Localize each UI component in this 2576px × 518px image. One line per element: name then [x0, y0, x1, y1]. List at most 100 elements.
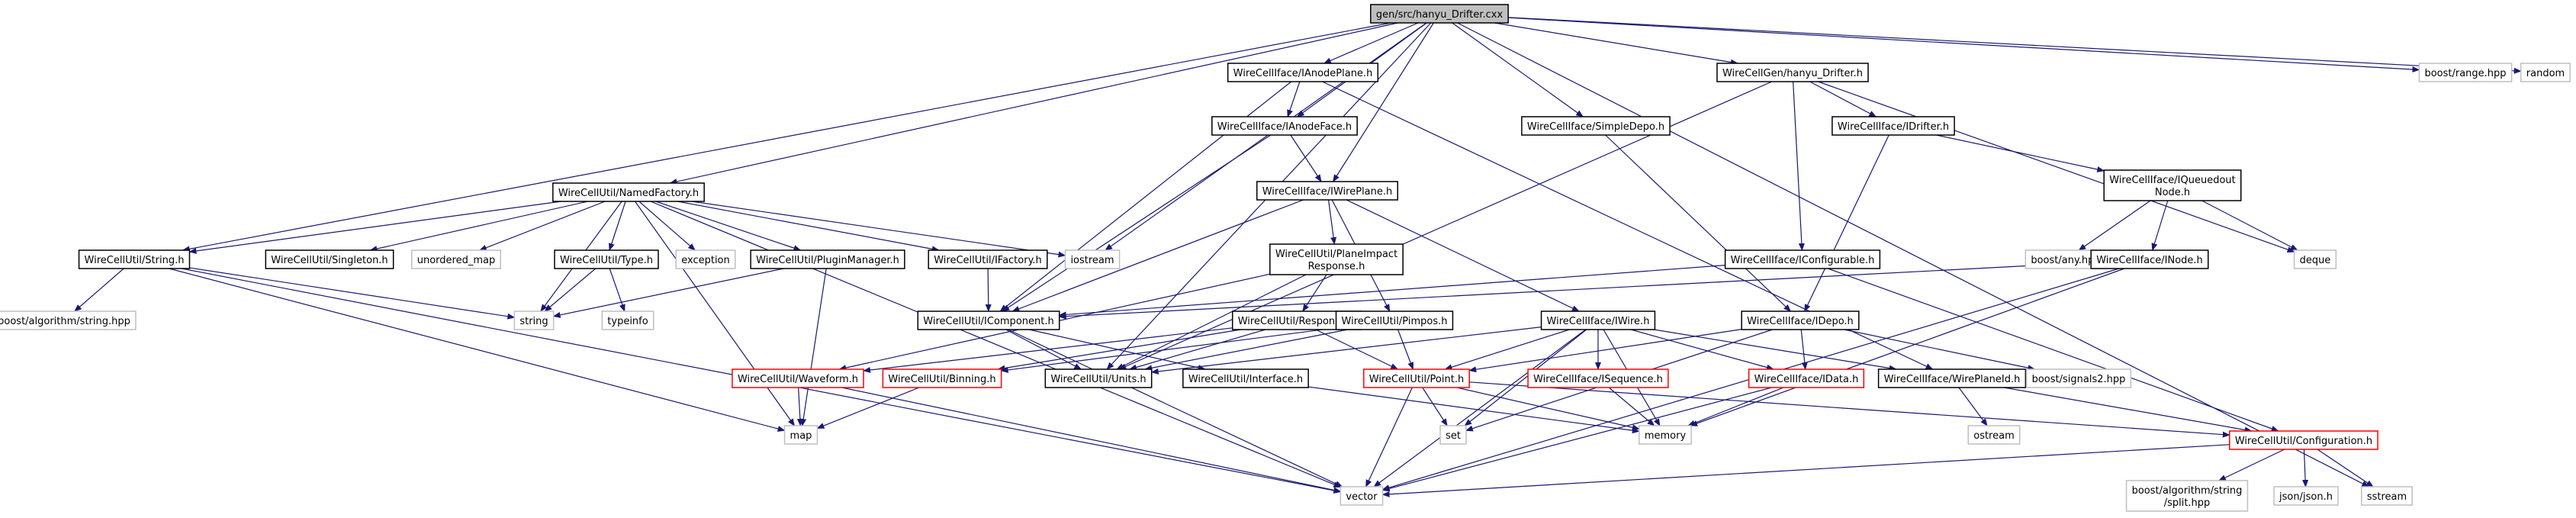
- edge-configuration-to-boost-split: [2218, 449, 2285, 481]
- edge-isequence-to-memory: [1608, 387, 1655, 426]
- edge-root-to-iwireplane: [1333, 22, 1434, 182]
- node-label: random: [2526, 68, 2565, 79]
- node-box: [78, 249, 191, 269]
- node-iwireplane[interactable]: WireCellIface/IWirePlane.h: [1256, 181, 1399, 201]
- node-anodeface[interactable]: WireCellIface/IAnodeFace.h: [1211, 116, 1358, 136]
- node-point[interactable]: WireCellUtil/Point.h: [1363, 368, 1470, 388]
- edge-wireplaneid-to-ostream: [1958, 387, 1988, 426]
- node-icomponent[interactable]: WireCellUtil/IComponent.h: [917, 310, 1060, 330]
- node-box: [2418, 63, 2513, 82]
- node-ifactory[interactable]: WireCellUtil/IFactory.h: [928, 249, 1048, 269]
- node-binning[interactable]: WireCellUtil/Binning.h: [882, 368, 1002, 388]
- node-label: Node.h: [2155, 187, 2190, 198]
- node-type-h[interactable]: WireCellUtil/Type.h: [554, 249, 659, 269]
- edge-root-to-boost-range: [1508, 17, 2420, 73]
- edge-hanyu-to-idrifter: [1809, 81, 1877, 117]
- node-box: [1182, 368, 1309, 388]
- node-string-h[interactable]: WireCellUtil/String.h: [78, 249, 191, 269]
- node-label: WireCellIface/IWire.h: [1547, 316, 1650, 327]
- node-label: gen/src/hanyu_Drifter.cxx: [1376, 9, 1503, 21]
- node-inode[interactable]: WireCellIface/INode.h: [2090, 249, 2209, 269]
- node-idepo[interactable]: WireCellIface/IDepo.h: [1741, 310, 1860, 330]
- node-label: WireCellUtil/IFactory.h: [934, 255, 1042, 266]
- node-label: WireCellIface/IData.h: [1754, 374, 1859, 385]
- edge-root-to-anodeplane: [1323, 22, 1419, 64]
- edge-point-to-configuration: [1469, 381, 2230, 438]
- node-string: string: [513, 310, 555, 330]
- node-idata[interactable]: WireCellIface/IData.h: [1748, 368, 1865, 388]
- node-box: [0, 310, 137, 330]
- node-box: [1044, 368, 1153, 388]
- node-iwire[interactable]: WireCellIface/IWire.h: [1540, 310, 1656, 330]
- edge-idepo-to-point: [1468, 329, 1742, 373]
- node-label: sstream: [2367, 491, 2407, 503]
- node-box: [1748, 368, 1865, 388]
- edge-idata-to-memory: [1687, 387, 1784, 426]
- node-iconfigurable[interactable]: WireCellIface/IConfigurable.h: [1724, 249, 1881, 269]
- node-unordered-map: unordered_map: [411, 249, 501, 269]
- node-box: [2090, 249, 2209, 269]
- node-pimpos[interactable]: WireCellUtil/Pimpos.h: [1335, 310, 1454, 330]
- node-box: [2361, 486, 2413, 506]
- node-label: WireCellIface/SimpleDepo.h: [1527, 121, 1664, 133]
- node-configuration[interactable]: WireCellUtil/Configuration.h: [2229, 430, 2378, 450]
- edge-pluginmanager-to-map: [800, 268, 827, 426]
- node-sstream: sstream: [2361, 486, 2413, 506]
- node-pluginmanager[interactable]: WireCellUtil/PluginManager.h: [750, 249, 905, 269]
- node-label: WireCellIface/IAnodePlane.h: [1233, 68, 1373, 79]
- node-idrifter[interactable]: WireCellIface/IDrifter.h: [1832, 116, 1955, 136]
- edge-configuration-to-sstream: [2317, 449, 2374, 487]
- node-box: [554, 249, 659, 269]
- edge-point-to-vector: [1365, 387, 1413, 487]
- edge-planeimpact-to-response: [1302, 274, 1327, 312]
- edge-ifactory-to-icomponent: [985, 268, 992, 312]
- node-ostream: ostream: [1967, 425, 2021, 445]
- edge-namedfactory-to-map: [635, 201, 796, 426]
- node-label: boost/algorithm/string.hpp: [0, 316, 130, 327]
- node-box: [2125, 480, 2249, 512]
- edge-configuration-to-json: [2302, 449, 2309, 487]
- node-anodeplane[interactable]: WireCellIface/IAnodePlane.h: [1227, 63, 1379, 82]
- node-label: WireCellIface/IConfigurable.h: [1731, 255, 1875, 266]
- node-label: WireCellIface/IWirePlane.h: [1262, 186, 1393, 198]
- node-box: [882, 368, 1002, 388]
- node-hanyu[interactable]: WireCellGen/hanyu_Drifter.h: [1716, 63, 1869, 82]
- edge-type-h-to-typeinfo: [609, 268, 626, 312]
- node-label: iostream: [1070, 255, 1114, 266]
- node-units[interactable]: WireCellUtil/Units.h: [1044, 368, 1153, 388]
- edge-iwireplane-to-planeimpact: [1328, 199, 1337, 245]
- node-memory: memory: [1639, 425, 1692, 445]
- edge-iwireplane-to-iwire: [1346, 199, 1580, 312]
- node-label: WireCellUtil/IComponent.h: [923, 316, 1053, 327]
- edge-namedfactory-to-ifactory: [677, 201, 940, 253]
- edge-configuration-to-vector: [1381, 444, 2230, 497]
- node-simpledepo[interactable]: WireCellIface/SimpleDepo.h: [1521, 116, 1671, 136]
- node-box: [750, 249, 905, 269]
- node-label: WireCellUtil/Waveform.h: [738, 374, 858, 385]
- node-box: [1716, 63, 1869, 82]
- node-label: WireCellIface/IAnodeFace.h: [1217, 121, 1352, 133]
- edge-planeimpact-to-units: [1116, 274, 1307, 370]
- node-namedfactory[interactable]: WireCellUtil/NamedFactory.h: [552, 182, 705, 202]
- node-label: WireCellIface/WirePlaneId.h: [1884, 374, 2021, 385]
- node-waveform[interactable]: WireCellUtil/Waveform.h: [732, 368, 864, 388]
- node-wireplaneid[interactable]: WireCellIface/WirePlaneId.h: [1877, 368, 2027, 388]
- edge-iwireplane-to-icomponent: [1011, 199, 1304, 312]
- node-box: [1540, 310, 1656, 330]
- node-singleton[interactable]: WireCellUtil/Singleton.h: [265, 249, 394, 269]
- node-root[interactable]: gen/src/hanyu_Drifter.cxx: [1370, 4, 1509, 24]
- edge-iqueuedout-to-deque: [2201, 200, 2298, 251]
- node-label: WireCellIface/IDrifter.h: [1838, 121, 1949, 133]
- node-interface[interactable]: WireCellUtil/Interface.h: [1182, 368, 1309, 388]
- node-isequence[interactable]: WireCellIface/ISequence.h: [1527, 368, 1669, 388]
- node-box: [1741, 310, 1860, 330]
- edge-iwire-to-set: [1464, 329, 1587, 426]
- node-label: WireCellGen/hanyu_Drifter.h: [1722, 68, 1863, 79]
- node-boost-string: boost/algorithm/string.hpp: [0, 310, 137, 330]
- node-box: [1439, 425, 1467, 445]
- node-exception: exception: [675, 249, 736, 269]
- edge-anodeplane-to-icomponent: [999, 81, 1292, 312]
